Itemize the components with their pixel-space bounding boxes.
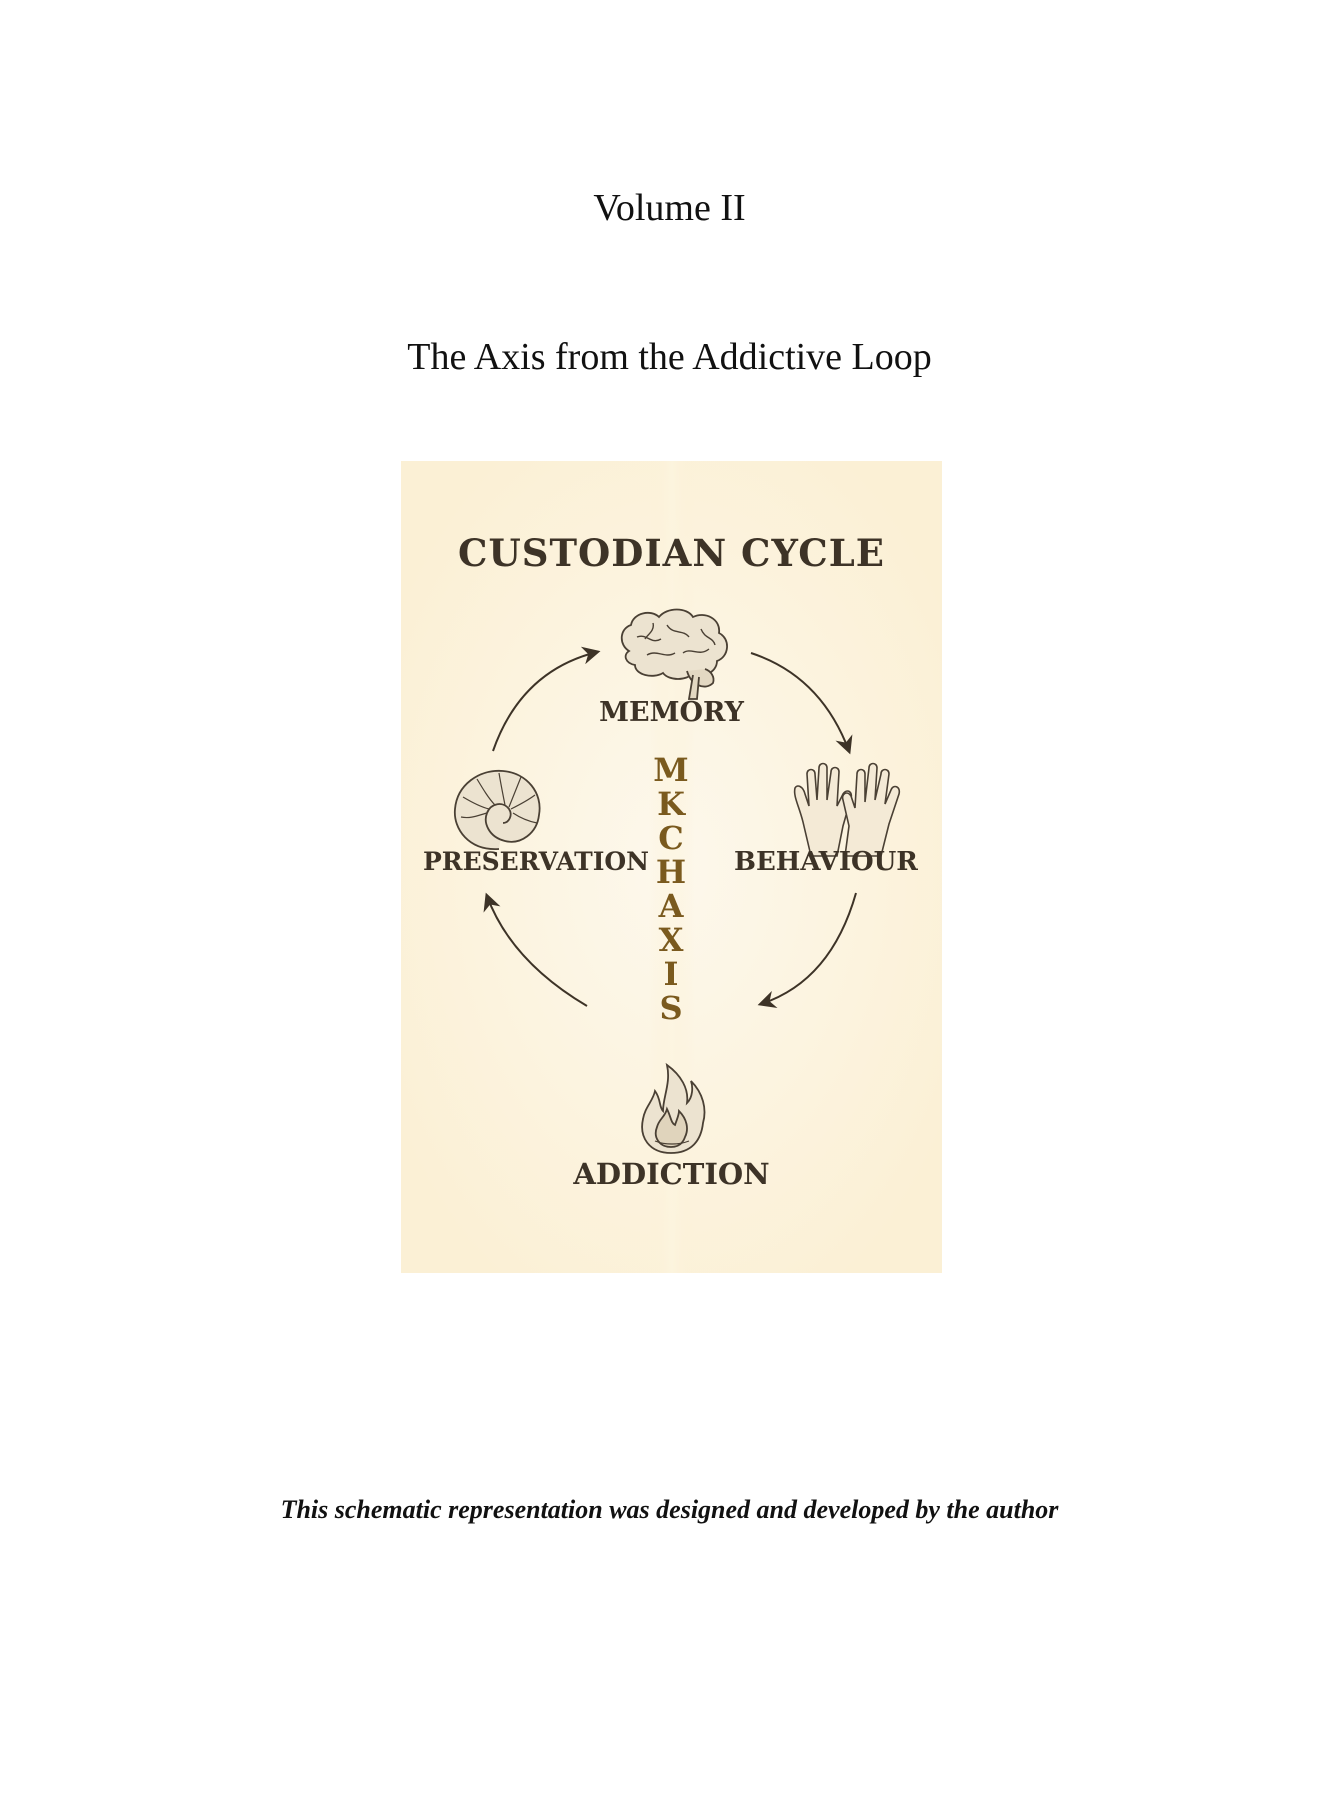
axis-letter: H bbox=[655, 853, 687, 891]
axis-letter: K bbox=[657, 785, 685, 823]
arrow-preservation-to-memory bbox=[492, 646, 601, 752]
hands-icon bbox=[793, 762, 901, 857]
preservation-label: PRESERVATION bbox=[423, 847, 650, 876]
volume-heading: Volume II bbox=[593, 187, 746, 229]
arrow-behaviour-to-addiction bbox=[757, 892, 857, 1009]
axis-letter: S bbox=[659, 989, 683, 1027]
shell-icon bbox=[454, 770, 541, 850]
arrow-addiction-to-preservation bbox=[483, 892, 588, 1007]
arrow-memory-to-behaviour bbox=[750, 652, 853, 755]
axis-letter: I bbox=[663, 955, 679, 993]
brain-icon bbox=[620, 608, 728, 700]
axis-letter: M bbox=[653, 751, 689, 789]
addiction-label: ADDICTION bbox=[573, 1157, 770, 1191]
custodian-cycle-diagram: CUSTODIAN CYCLE MEMORY PRESERVATION BEHA… bbox=[401, 461, 942, 1273]
page-subtitle: The Axis from the Addictive Loop bbox=[407, 336, 932, 378]
axis-letter: X bbox=[658, 921, 684, 959]
diagram-artwork bbox=[401, 461, 942, 1273]
axis-letter: A bbox=[658, 887, 684, 925]
author-credit: This schematic representation was design… bbox=[280, 1495, 1059, 1524]
flame-icon bbox=[641, 1062, 706, 1154]
behaviour-label: BEHAVIOUR bbox=[734, 847, 918, 877]
axis-letter: C bbox=[658, 819, 684, 857]
memory-label: MEMORY bbox=[599, 697, 744, 728]
diagram-title: CUSTODIAN CYCLE bbox=[458, 531, 885, 575]
mkchaxis-vertical-label: M K C H A X I S bbox=[643, 753, 699, 1025]
